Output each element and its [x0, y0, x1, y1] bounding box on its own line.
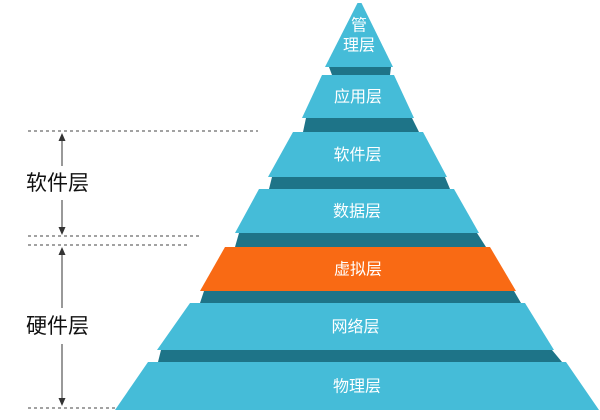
- layer-label: 理层: [343, 36, 375, 55]
- layer-label: 物理层: [333, 377, 381, 396]
- layer-label: 网络层: [331, 317, 379, 336]
- layer-label: 软件层: [333, 145, 381, 164]
- side-annotations: 软件层 硬件层: [26, 130, 258, 409]
- group-label-software: 软件层: [26, 171, 89, 195]
- connector-strip: [200, 291, 521, 303]
- connector-strips: [158, 67, 562, 362]
- layer-label: 管: [351, 16, 367, 35]
- group-label-hardware: 硬件层: [26, 314, 89, 338]
- pyramid-layer: [302, 75, 414, 118]
- layer-label: 数据层: [333, 202, 381, 221]
- pyramid-layer: [325, 3, 393, 67]
- pyramid-layer: [157, 303, 554, 350]
- connector-strip: [329, 67, 391, 75]
- pyramid-layer: [200, 247, 516, 291]
- pyramid-layer: [268, 132, 447, 177]
- connector-strip: [269, 177, 450, 189]
- pyramid-layer: [235, 189, 479, 233]
- layer-label: 应用层: [334, 87, 382, 106]
- hardware-arrow-up-head: [58, 247, 66, 255]
- hardware-arrow-down-head: [58, 398, 66, 406]
- connector-strip: [303, 118, 419, 132]
- connector-strip: [235, 233, 486, 247]
- pyramid-layer: [115, 362, 599, 410]
- layer-label: 虚拟层: [334, 260, 382, 279]
- software-arrow-down-head: [58, 227, 66, 235]
- software-arrow-up-head: [58, 133, 66, 141]
- connector-strip: [158, 350, 562, 362]
